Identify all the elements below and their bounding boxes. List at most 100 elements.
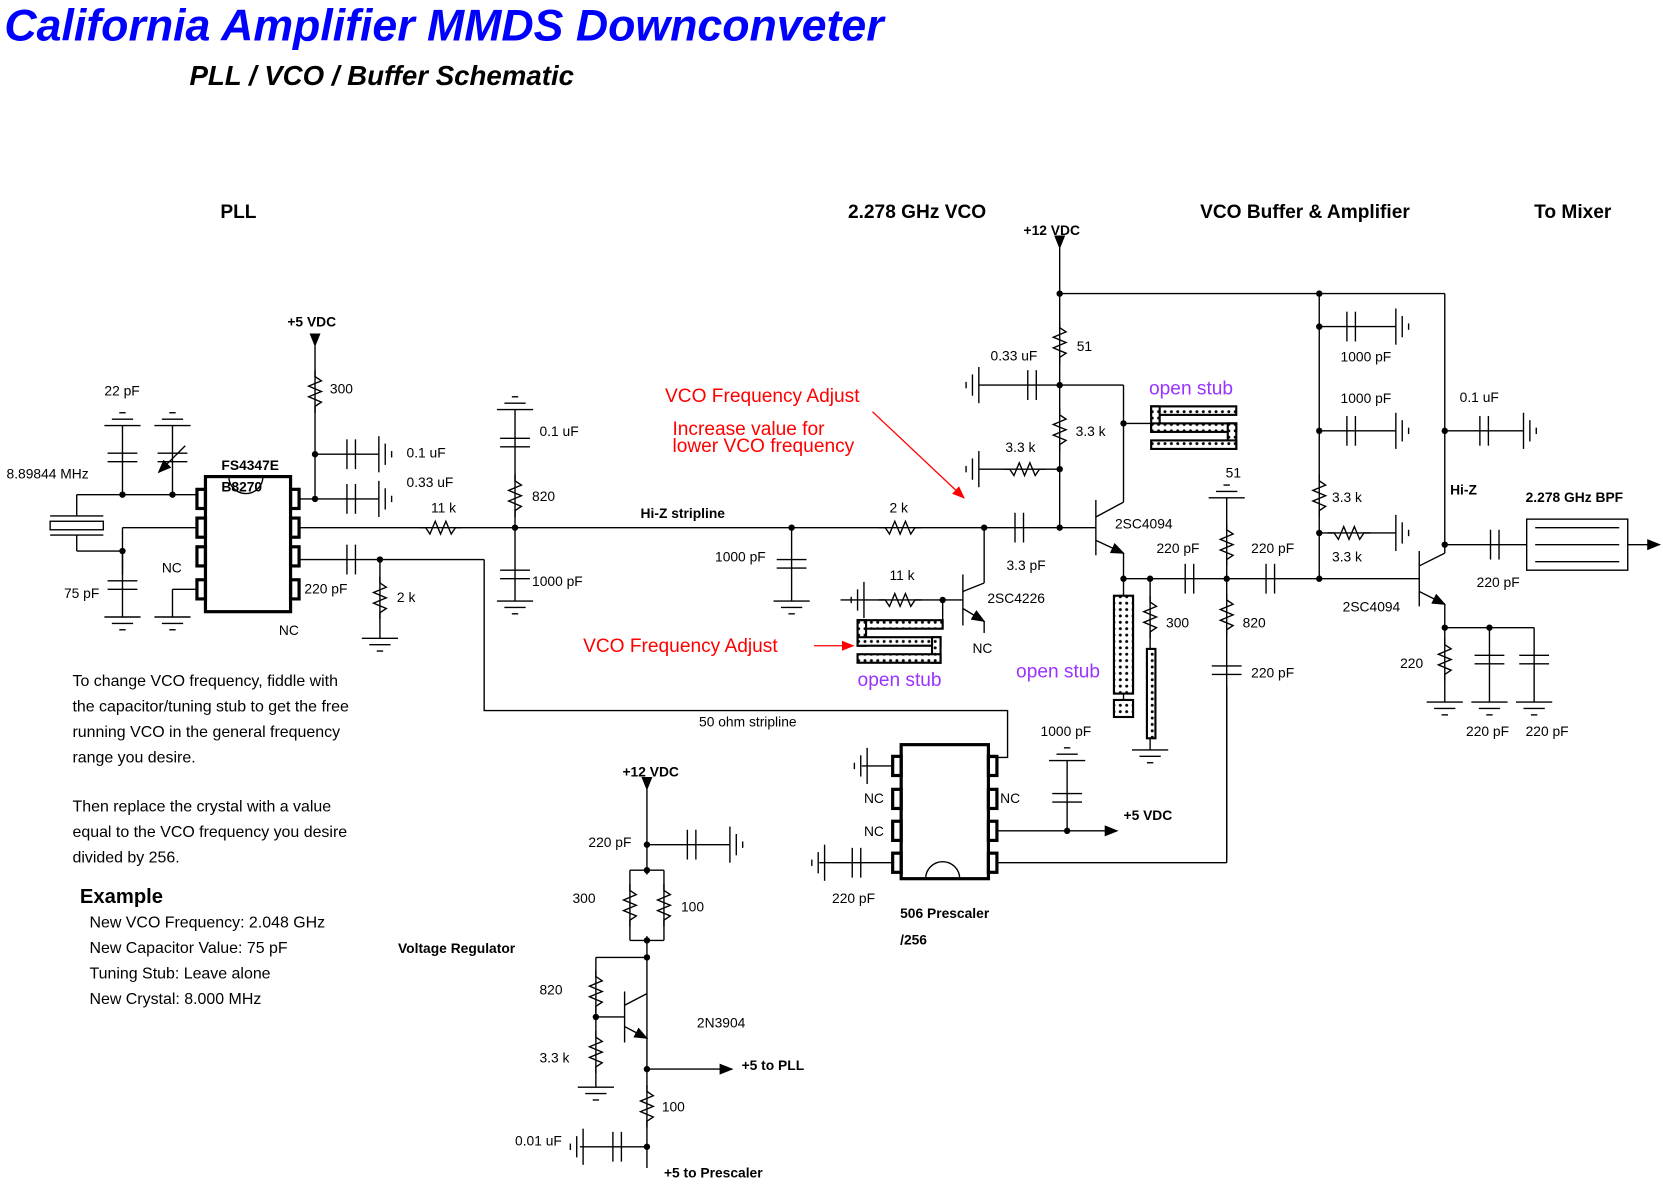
- section-vco: 2.278 GHz VCO: [848, 202, 986, 223]
- notes-block: To change VCO frequency, fiddle with the…: [72, 673, 349, 1008]
- lf-r820-label: 820: [532, 488, 555, 504]
- vco-r51b-label: 51: [1226, 465, 1241, 481]
- vco-r820-label: 820: [1243, 615, 1266, 631]
- vco-c220b-label: 220 pF: [1251, 540, 1294, 556]
- vco-block: 3.3 pF 11 k 2SC4226 NC open stub VCO Fre…: [583, 222, 1445, 860]
- note-line: divided by 256.: [72, 850, 179, 867]
- vco-adjust-note-1: Increase value for: [672, 419, 825, 440]
- prescaler-nc1: NC: [864, 790, 884, 806]
- cap-22pf-label: 22 pF: [104, 383, 139, 399]
- pll-c033-label: 0.33 uF: [407, 474, 454, 490]
- section-to-mixer: To Mixer: [1534, 202, 1612, 223]
- buf-cout-label: 220 pF: [1477, 574, 1520, 590]
- regulator-block: +12 VDC 220 pF 300 100 Voltage Regulator…: [398, 764, 805, 1181]
- buf-c01-label: 0.1 uF: [1460, 389, 1499, 405]
- q2-label: 2SC4094: [1343, 599, 1401, 615]
- vco-r51-label: 51: [1077, 338, 1092, 354]
- pll-r300-label: 300: [330, 381, 353, 397]
- prescaler-nc2: NC: [864, 823, 884, 839]
- q-2sc4226-label: 2SC4226: [987, 590, 1045, 606]
- section-pll: PLL: [220, 202, 256, 223]
- note-line: the capacitor/tuning stub to get the fre…: [72, 699, 349, 716]
- note-line: running VCO in the general frequency: [72, 724, 340, 741]
- buf-r33k-a-label: 3.3 k: [1332, 489, 1362, 505]
- pll-block: FS4347E B8270 8.89844 MHz 22 pF 75 pF NC: [7, 314, 516, 652]
- lf-c1000b-label: 1000 pF: [715, 549, 766, 565]
- example-line: New Crystal: 8.000 MHz: [90, 991, 262, 1008]
- hiz-stripline-label: Hi-Z stripline: [641, 505, 726, 521]
- prescaler-cin-label: 220 pF: [832, 890, 875, 906]
- trimmer-arrow-icon: [157, 445, 186, 474]
- pll-nc-bottom: NC: [279, 622, 299, 638]
- vco-adjust-label-2: VCO Frequency Adjust: [583, 636, 778, 657]
- prescaler-ratio: /256: [900, 932, 927, 948]
- prescaler-nc3: NC: [1000, 790, 1020, 806]
- loop-filter: 0.1 uF 820 1000 pF Hi-Z stripline 1000 p…: [496, 396, 985, 615]
- crystal-label: 8.89844 MHz: [7, 466, 89, 482]
- q1-label: 2SC4094: [1115, 516, 1173, 532]
- lf-c1000-label: 1000 pF: [532, 573, 583, 589]
- r-11k-label: 11 k: [431, 500, 456, 516]
- vco-c220c-label: 220 pF: [1251, 665, 1294, 681]
- vco-c220a-label: 220 pF: [1156, 540, 1199, 556]
- pll-r2k-label: 2 k: [397, 589, 416, 605]
- reg-r33k-label: 3.3 k: [539, 1050, 569, 1066]
- r-2k-label: 2 k: [889, 500, 908, 516]
- buffer-block: 1000 pF 1000 pF 3.3 k 3.3 k 2SC4094 0.1 …: [1312, 290, 1662, 739]
- reg-out-pll-label: +5 to PLL: [742, 1057, 805, 1073]
- example-line: New Capacitor Value: 75 pF: [90, 940, 288, 957]
- pll-c01-label: 0.1 uF: [407, 444, 446, 460]
- q-var-nc-label: NC: [972, 640, 992, 656]
- lf-c01-label: 0.1 uF: [539, 423, 578, 439]
- reg-r100a-label: 100: [681, 899, 704, 915]
- reg-title: Voltage Regulator: [398, 940, 516, 956]
- vco-vdc-label: +12 VDC: [1024, 222, 1080, 238]
- vco-r300-label: 300: [1166, 615, 1189, 631]
- reg-c001-label: 0.01 uF: [515, 1133, 562, 1149]
- vco-adjust-label-1: VCO Frequency Adjust: [665, 386, 860, 407]
- vco-c033-label: 0.33 uF: [991, 348, 1038, 364]
- vco-adjust-note-2: lower VCO frequency: [672, 436, 854, 457]
- note-line: To change VCO frequency, fiddle with: [72, 673, 337, 690]
- vco-r33k-h-label: 3.3 k: [1005, 439, 1035, 455]
- stripline-50-label: 50 ohm stripline: [699, 714, 797, 730]
- example-line: Tuning Stub: Leave alone: [90, 966, 271, 983]
- stripline-50ohm: [483, 559, 1009, 759]
- reg-c220-label: 220 pF: [588, 834, 631, 850]
- prescaler-chip: [899, 743, 991, 881]
- stub-label-2: open stub: [1149, 379, 1233, 400]
- pll-vdc-label: +5 VDC: [287, 314, 336, 330]
- prescaler-block: NC NC NC 220 pF 1000 pF +5 VDC 506 Presc…: [811, 686, 1228, 948]
- pll-chip-name: FS4347E: [221, 457, 279, 473]
- stub-label-1: open stub: [858, 670, 942, 691]
- buf-c1000a-label: 1000 pF: [1341, 349, 1392, 365]
- example-heading: Example: [80, 886, 163, 908]
- prescaler-name: 506 Prescaler: [900, 905, 990, 921]
- adjust-arrow-icon: [872, 411, 965, 499]
- reg-r300-label: 300: [572, 890, 595, 906]
- buf-r33k-b-label: 3.3 k: [1332, 549, 1362, 565]
- prescaler-vdc-label: +5 VDC: [1124, 807, 1173, 823]
- reg-r820-label: 820: [539, 982, 562, 998]
- reg-r100b-label: 100: [662, 1099, 685, 1115]
- note-line: Then replace the crystal with a value: [72, 799, 331, 816]
- reg-vdc-label: +12 VDC: [622, 764, 678, 780]
- buf-cem2-label: 220 pF: [1526, 723, 1569, 739]
- vco-c33pf-label: 3.3 pF: [1006, 557, 1045, 573]
- tuning-stub: [856, 619, 944, 630]
- page-subtitle: PLL / VCO / Buffer Schematic: [190, 60, 575, 91]
- buf-r220-label: 220: [1400, 655, 1423, 671]
- cap-75pf-label: 75 pF: [64, 585, 99, 601]
- reg-out-prescaler-label: +5 to Prescaler: [664, 1165, 763, 1181]
- pll-c220-label: 220 pF: [304, 581, 347, 597]
- bpf-label: 2.278 GHz BPF: [1526, 489, 1624, 505]
- prescaler-c1000-label: 1000 pF: [1041, 723, 1092, 739]
- section-buffer: VCO Buffer & Amplifier: [1200, 202, 1410, 223]
- note-line: equal to the VCO frequency you desire: [72, 824, 347, 841]
- vco-r11k-label: 11 k: [889, 567, 914, 583]
- buf-c1000b-label: 1000 pF: [1341, 390, 1392, 406]
- page-title: California Amplifier MMDS Downconveter: [4, 1, 886, 50]
- hiz-label: Hi-Z: [1450, 482, 1477, 498]
- stub-label-3: open stub: [1016, 662, 1100, 683]
